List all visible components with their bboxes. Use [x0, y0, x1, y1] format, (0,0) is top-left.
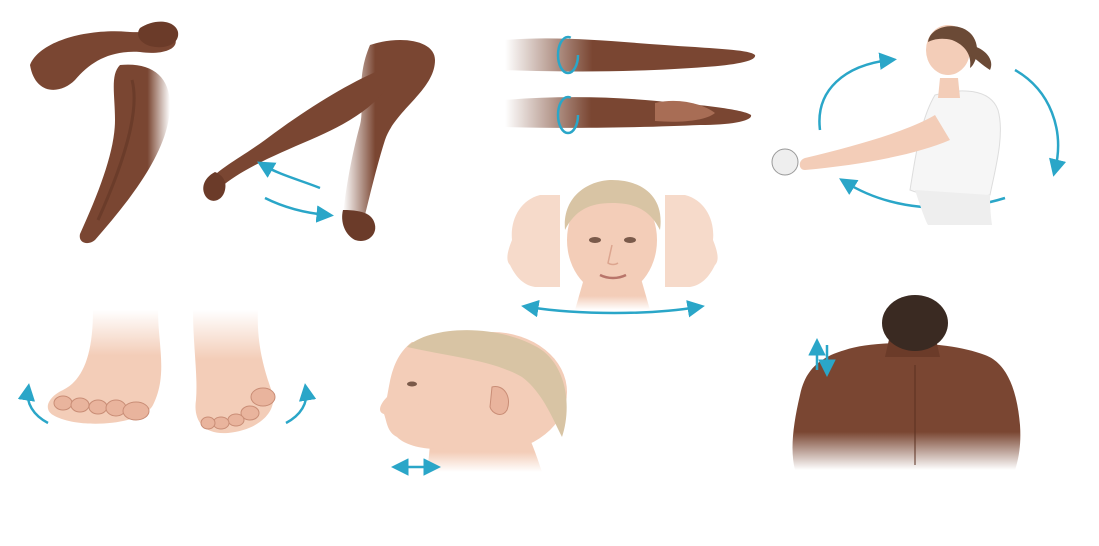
profile-right	[665, 195, 718, 287]
legs	[915, 190, 992, 225]
head-back	[882, 295, 948, 351]
panel-elbow-flexion	[20, 10, 190, 250]
panel-forearm-rotation	[505, 25, 765, 145]
shoulder-arm	[343, 40, 435, 226]
arrow-icon	[265, 198, 327, 215]
arrow-icon	[286, 390, 306, 423]
arrow-icon	[1015, 70, 1058, 170]
arrow-icon	[28, 390, 48, 423]
profile-left	[507, 195, 560, 287]
arrow-icon	[263, 165, 320, 188]
hand-right	[342, 210, 375, 241]
panel-arm-circles	[760, 20, 1085, 225]
neck	[938, 78, 960, 98]
forearm-top	[505, 38, 755, 71]
eye-profile	[407, 382, 417, 387]
panel-shoulder-shrug	[785, 295, 1025, 470]
ball	[772, 149, 798, 175]
panel-shoulder-swing	[195, 30, 445, 245]
panel-chin-tuck	[372, 322, 582, 477]
panel-toe-curls	[18, 305, 318, 445]
panel-head-rotation	[500, 175, 725, 320]
eye-left	[589, 237, 601, 243]
eye-right	[624, 237, 636, 243]
arrow-icon	[819, 60, 890, 130]
